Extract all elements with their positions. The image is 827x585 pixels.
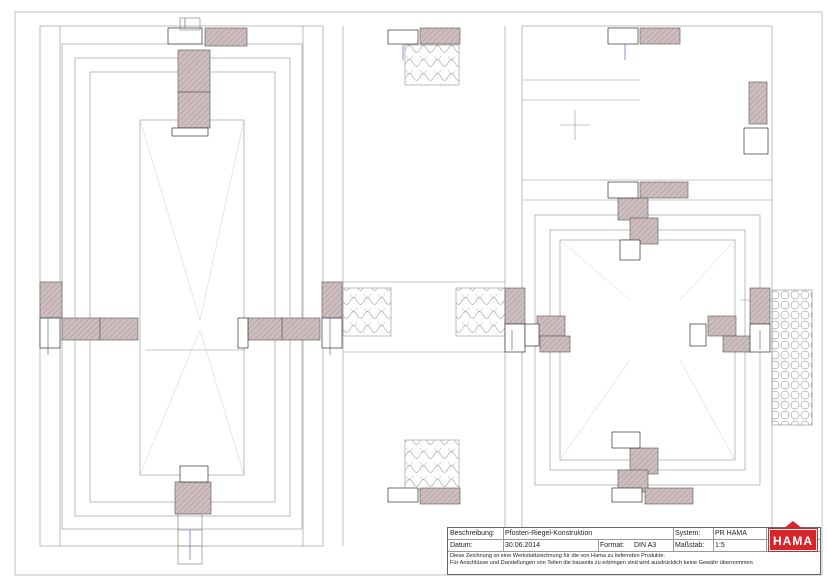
bottom-sash (177, 17, 203, 565)
profile-sections (39, 27, 771, 515)
sheet-border (14, 11, 823, 576)
title-block: Beschreibung: Pfosten-Riegel-Konstruktio… (447, 527, 821, 575)
system-value: PR HAMA (715, 530, 747, 537)
title-row-description: Beschreibung: Pfosten-Riegel-Konstruktio… (448, 528, 820, 540)
glass-panes (47, 18, 761, 560)
format-value: DIN A3 (634, 542, 657, 549)
hama-logo: HAMA (768, 528, 818, 552)
logo-roof-icon (783, 521, 803, 529)
date-label: Datum: (450, 542, 473, 549)
description-label: Beschreibung: (450, 530, 495, 537)
description-value: Pfosten-Riegel-Konstruktion (505, 530, 593, 537)
scale-value: 1:5 (715, 542, 725, 549)
glazing-profiles (39, 27, 771, 503)
right-panel-diagonals (559, 239, 736, 461)
stone-wall (771, 289, 813, 426)
disclaimer-line-2: Für Anschlüsse und Darstellungen von Tei… (450, 560, 753, 566)
left-panel-diagonals (139, 119, 245, 476)
scale-label: Maßstab: (675, 542, 705, 549)
disclaimer-line-1: Diese Zeichnung ist eine Werkstattzeichn… (450, 553, 666, 559)
format-label: Format: (600, 542, 625, 549)
system-label: System: (675, 530, 701, 537)
middle-section (342, 26, 506, 546)
title-row-date: Datum: 30.06.2014 Format: DIN A3 Maßstab… (448, 540, 820, 552)
date-value: 30.06.2014 (505, 542, 541, 549)
